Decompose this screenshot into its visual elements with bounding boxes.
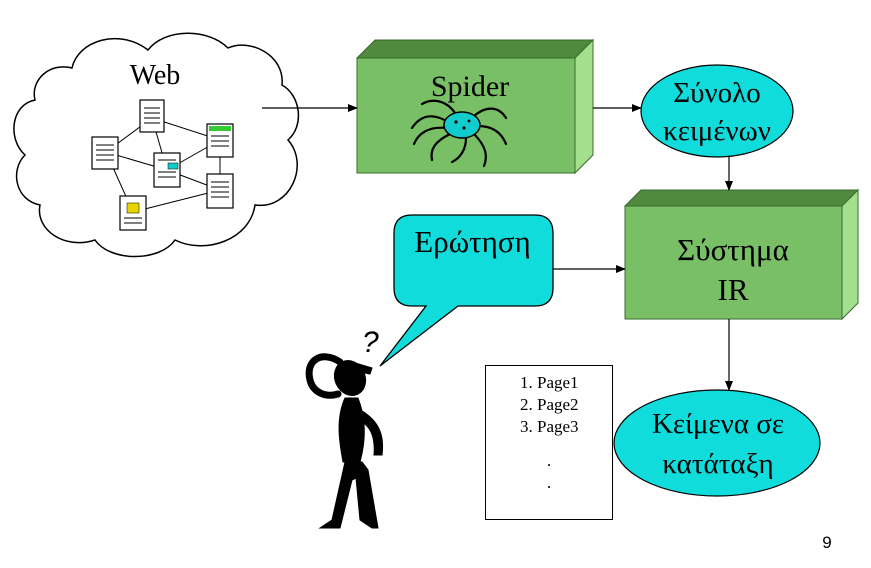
web-document-icon [139, 99, 165, 133]
ranked-docs-line2: κατάταξη [662, 448, 774, 480]
ir-system-box [623, 188, 860, 321]
ranked-docs-ellipse [613, 389, 821, 497]
query-callout [379, 214, 554, 367]
results-item: 3. Page3 [520, 417, 579, 436]
slide-number: 9 [822, 533, 832, 552]
web-document-icon [153, 152, 181, 188]
results-item: 1. Page1 [520, 373, 579, 392]
results-dot: . [546, 451, 552, 470]
results-list-box: 1. Page1 2. Page2 3. Page3 . . [485, 365, 613, 520]
web-document-icon [206, 173, 234, 209]
ir-system-label: Σύστημα IR [628, 230, 838, 310]
ranked-docs-line1: Κείμενα σε [651, 408, 784, 440]
document-set-label: Σύνολο κειμένων [642, 74, 792, 150]
document-set-line2: κειμένων [663, 115, 771, 147]
results-list: 1. Page1 2. Page2 3. Page3 [520, 372, 579, 438]
ir-system-line1: Σύστημα [677, 232, 789, 267]
question-mark: ? [362, 326, 379, 359]
document-set-line1: Σύνολο [673, 77, 761, 109]
web-label: Web [129, 60, 181, 91]
results-ellipsis: . . [486, 450, 612, 494]
ranked-docs-label: Κείμενα σε κατάταξη [618, 404, 818, 484]
spider-box [355, 38, 595, 175]
web-document-icon [206, 123, 234, 158]
query-label: Ερώτηση [414, 224, 531, 259]
spider-icon [410, 99, 508, 168]
results-item: 2. Page2 [520, 395, 579, 414]
web-document-icon [91, 136, 119, 170]
web-document-icon [119, 195, 147, 231]
ir-system-line2: IR [717, 272, 749, 307]
thinking-user-figure [305, 353, 384, 529]
spider-label: Spider [430, 70, 510, 103]
results-dot: . [546, 473, 552, 492]
